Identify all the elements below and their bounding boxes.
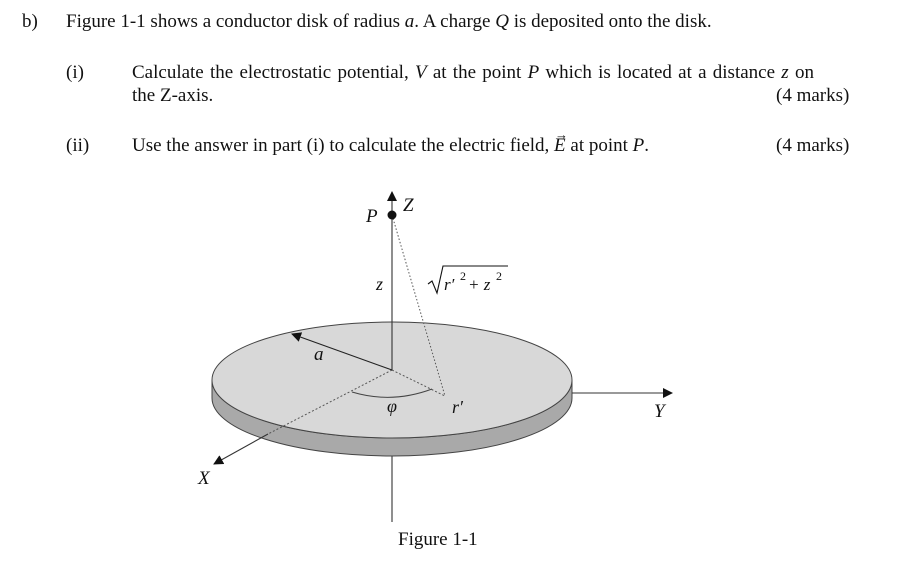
x-axis-label: X xyxy=(197,468,211,489)
subquestion-i-marks: (4 marks) xyxy=(776,85,850,106)
sub-i-text-3: which is located at a distance xyxy=(539,62,782,83)
intro-text-2: . A charge xyxy=(414,11,496,32)
intro-charge-symbol: Q xyxy=(495,11,509,32)
vector-arrow-icon: → xyxy=(555,127,569,142)
sub-ii-text-3: . xyxy=(644,135,650,156)
sub-i-text-2: at the point xyxy=(426,62,528,83)
subquestion-i-line1: Calculate the electrostatic potential, V… xyxy=(132,62,814,84)
intro-text-1: Figure 1-1 shows a conductor disk of rad… xyxy=(66,11,405,32)
sqrt-sup-1: 2 xyxy=(460,269,466,283)
figure-caption: Figure 1-1 xyxy=(398,529,478,550)
sub-i-text-4: on xyxy=(788,62,814,83)
sub-ii-text-2: at point xyxy=(565,135,633,156)
intro-radius-symbol: a xyxy=(404,11,415,32)
sqrt-plus-z: + z xyxy=(468,275,491,294)
height-z-label: z xyxy=(375,274,383,294)
sub-i-p-symbol: P xyxy=(527,62,540,83)
x-axis xyxy=(213,433,269,465)
angle-phi-label: φ xyxy=(387,396,397,416)
sub-i-v-symbol: V xyxy=(414,62,427,83)
sub-ii-e-symbol: E xyxy=(554,135,566,156)
subquestion-i-line2: the Z-axis. xyxy=(132,85,214,106)
sqrt-r-prime: r′ xyxy=(444,275,455,294)
sqrt-sign-icon xyxy=(427,265,508,295)
subquestion-ii-text: Use the answer in part (i) to calculate … xyxy=(132,127,650,157)
z-axis-label: Z xyxy=(403,195,414,216)
angle-arc xyxy=(351,388,433,398)
y-axis-label: Y xyxy=(654,401,667,422)
distance-expression: r′ 2 + z 2 xyxy=(427,265,508,295)
question-intro: Figure 1-1 shows a conductor disk of rad… xyxy=(66,11,712,33)
sub-i-z-symbol: z xyxy=(781,62,789,83)
question-label: b) xyxy=(22,11,38,32)
r-prime-line xyxy=(391,369,446,397)
radius-a-label: a xyxy=(314,344,324,365)
intro-text-3: is deposited onto the disk. xyxy=(508,11,712,32)
point-p-dot xyxy=(387,210,397,220)
sub-ii-text-1: Use the answer in part (i) to calculate … xyxy=(132,135,555,156)
sub-ii-e-vector: E→ xyxy=(554,127,568,157)
point-p-label: P xyxy=(365,206,378,227)
radius-line xyxy=(291,332,393,371)
sub-ii-p-symbol: P xyxy=(632,135,645,156)
r-prime-label: r′ xyxy=(452,397,464,417)
subquestion-ii-number: (ii) xyxy=(66,135,90,156)
subquestion-i-number: (i) xyxy=(66,62,84,83)
sqrt-sup-2: 2 xyxy=(496,269,502,283)
x-axis-on-disk xyxy=(267,369,393,435)
subquestion-ii-marks: (4 marks) xyxy=(776,135,850,156)
sub-i-text-1: Calculate the electrostatic potential, xyxy=(132,62,415,83)
